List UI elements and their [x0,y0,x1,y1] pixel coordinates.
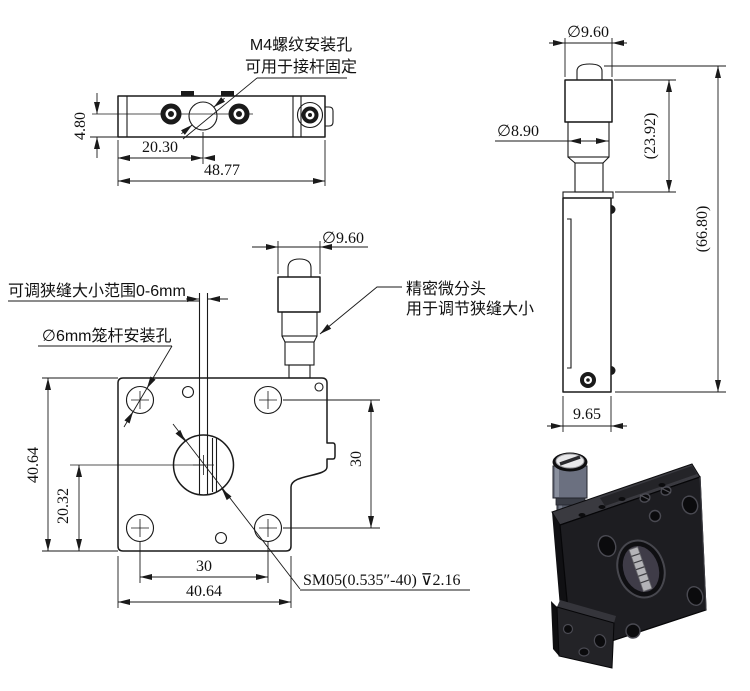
side-view: ∅9.60 ∅8.90 (23.92) (66.80) 9.65 [495,24,726,432]
top-view: 4.80 20.30 48.77 M4螺纹安装孔 可用于接杆固定 [72,36,357,186]
label-sm05: SM05(0.535″-40) ⊽2.16 [303,572,460,589]
sm05-aperture [172,434,235,496]
dim-length: 48.77 [204,162,240,179]
label-cage-hole: ∅6mm笼杆安装孔 [42,327,172,345]
label-slit-range: 可调狭缝大小范围0-6mm [8,282,186,300]
micrometer-head-side [562,63,614,199]
dim-hole-offset: 20.30 [142,139,178,156]
side-tab [325,106,334,127]
render-top-holes [578,483,666,517]
body-side [562,197,612,393]
dim-head-length: (23.92) [642,113,659,160]
small-hole [214,531,228,545]
label-m4-line2: 可用于接杆固定 [245,58,357,76]
front-view: ∅9.60 可调狭缝大小范围0-6mm ∅6mm笼杆安装孔 [8,230,534,608]
screw-hole [160,103,182,125]
dim-hole-span-right: 30 [348,451,365,467]
dim-thickness: 4.80 [72,112,89,140]
screw-hole [228,103,250,125]
dim-total-length: (66.80) [694,206,711,253]
m4-threaded-hole [188,101,218,131]
dim-body-width: 9.65 [573,406,601,423]
top-tab [221,91,234,96]
dim-hole-span-bottom: 30 [196,558,212,575]
micrometer-head-front [277,258,321,379]
label-m4-line1: M4螺纹安装孔 [250,36,352,54]
small-hole [181,385,195,399]
dim-thimble-dia: ∅8.90 [497,123,539,140]
dim-plate-height: 40.64 [25,447,42,483]
label-micro-head-line1: 精密微分头 [406,280,486,298]
dim-plate-width: 40.64 [186,583,222,600]
dim-head-dia-front: ∅9.60 [322,230,364,247]
top-tab [181,91,194,96]
render-body [551,463,707,669]
render-block-screws [562,623,607,657]
bottom-screw [580,372,596,388]
plate-outline [117,377,336,552]
small-hole [314,382,324,392]
render-screw-holes [597,486,704,639]
render-aperture [616,539,666,599]
label-micro-head-line2: 用于调节狭缝大小 [406,300,534,318]
end-screw [296,101,324,129]
render-3d [551,452,707,669]
dim-head-dia-side: ∅9.60 [567,24,609,41]
dim-center-offset: 20.32 [55,488,72,524]
